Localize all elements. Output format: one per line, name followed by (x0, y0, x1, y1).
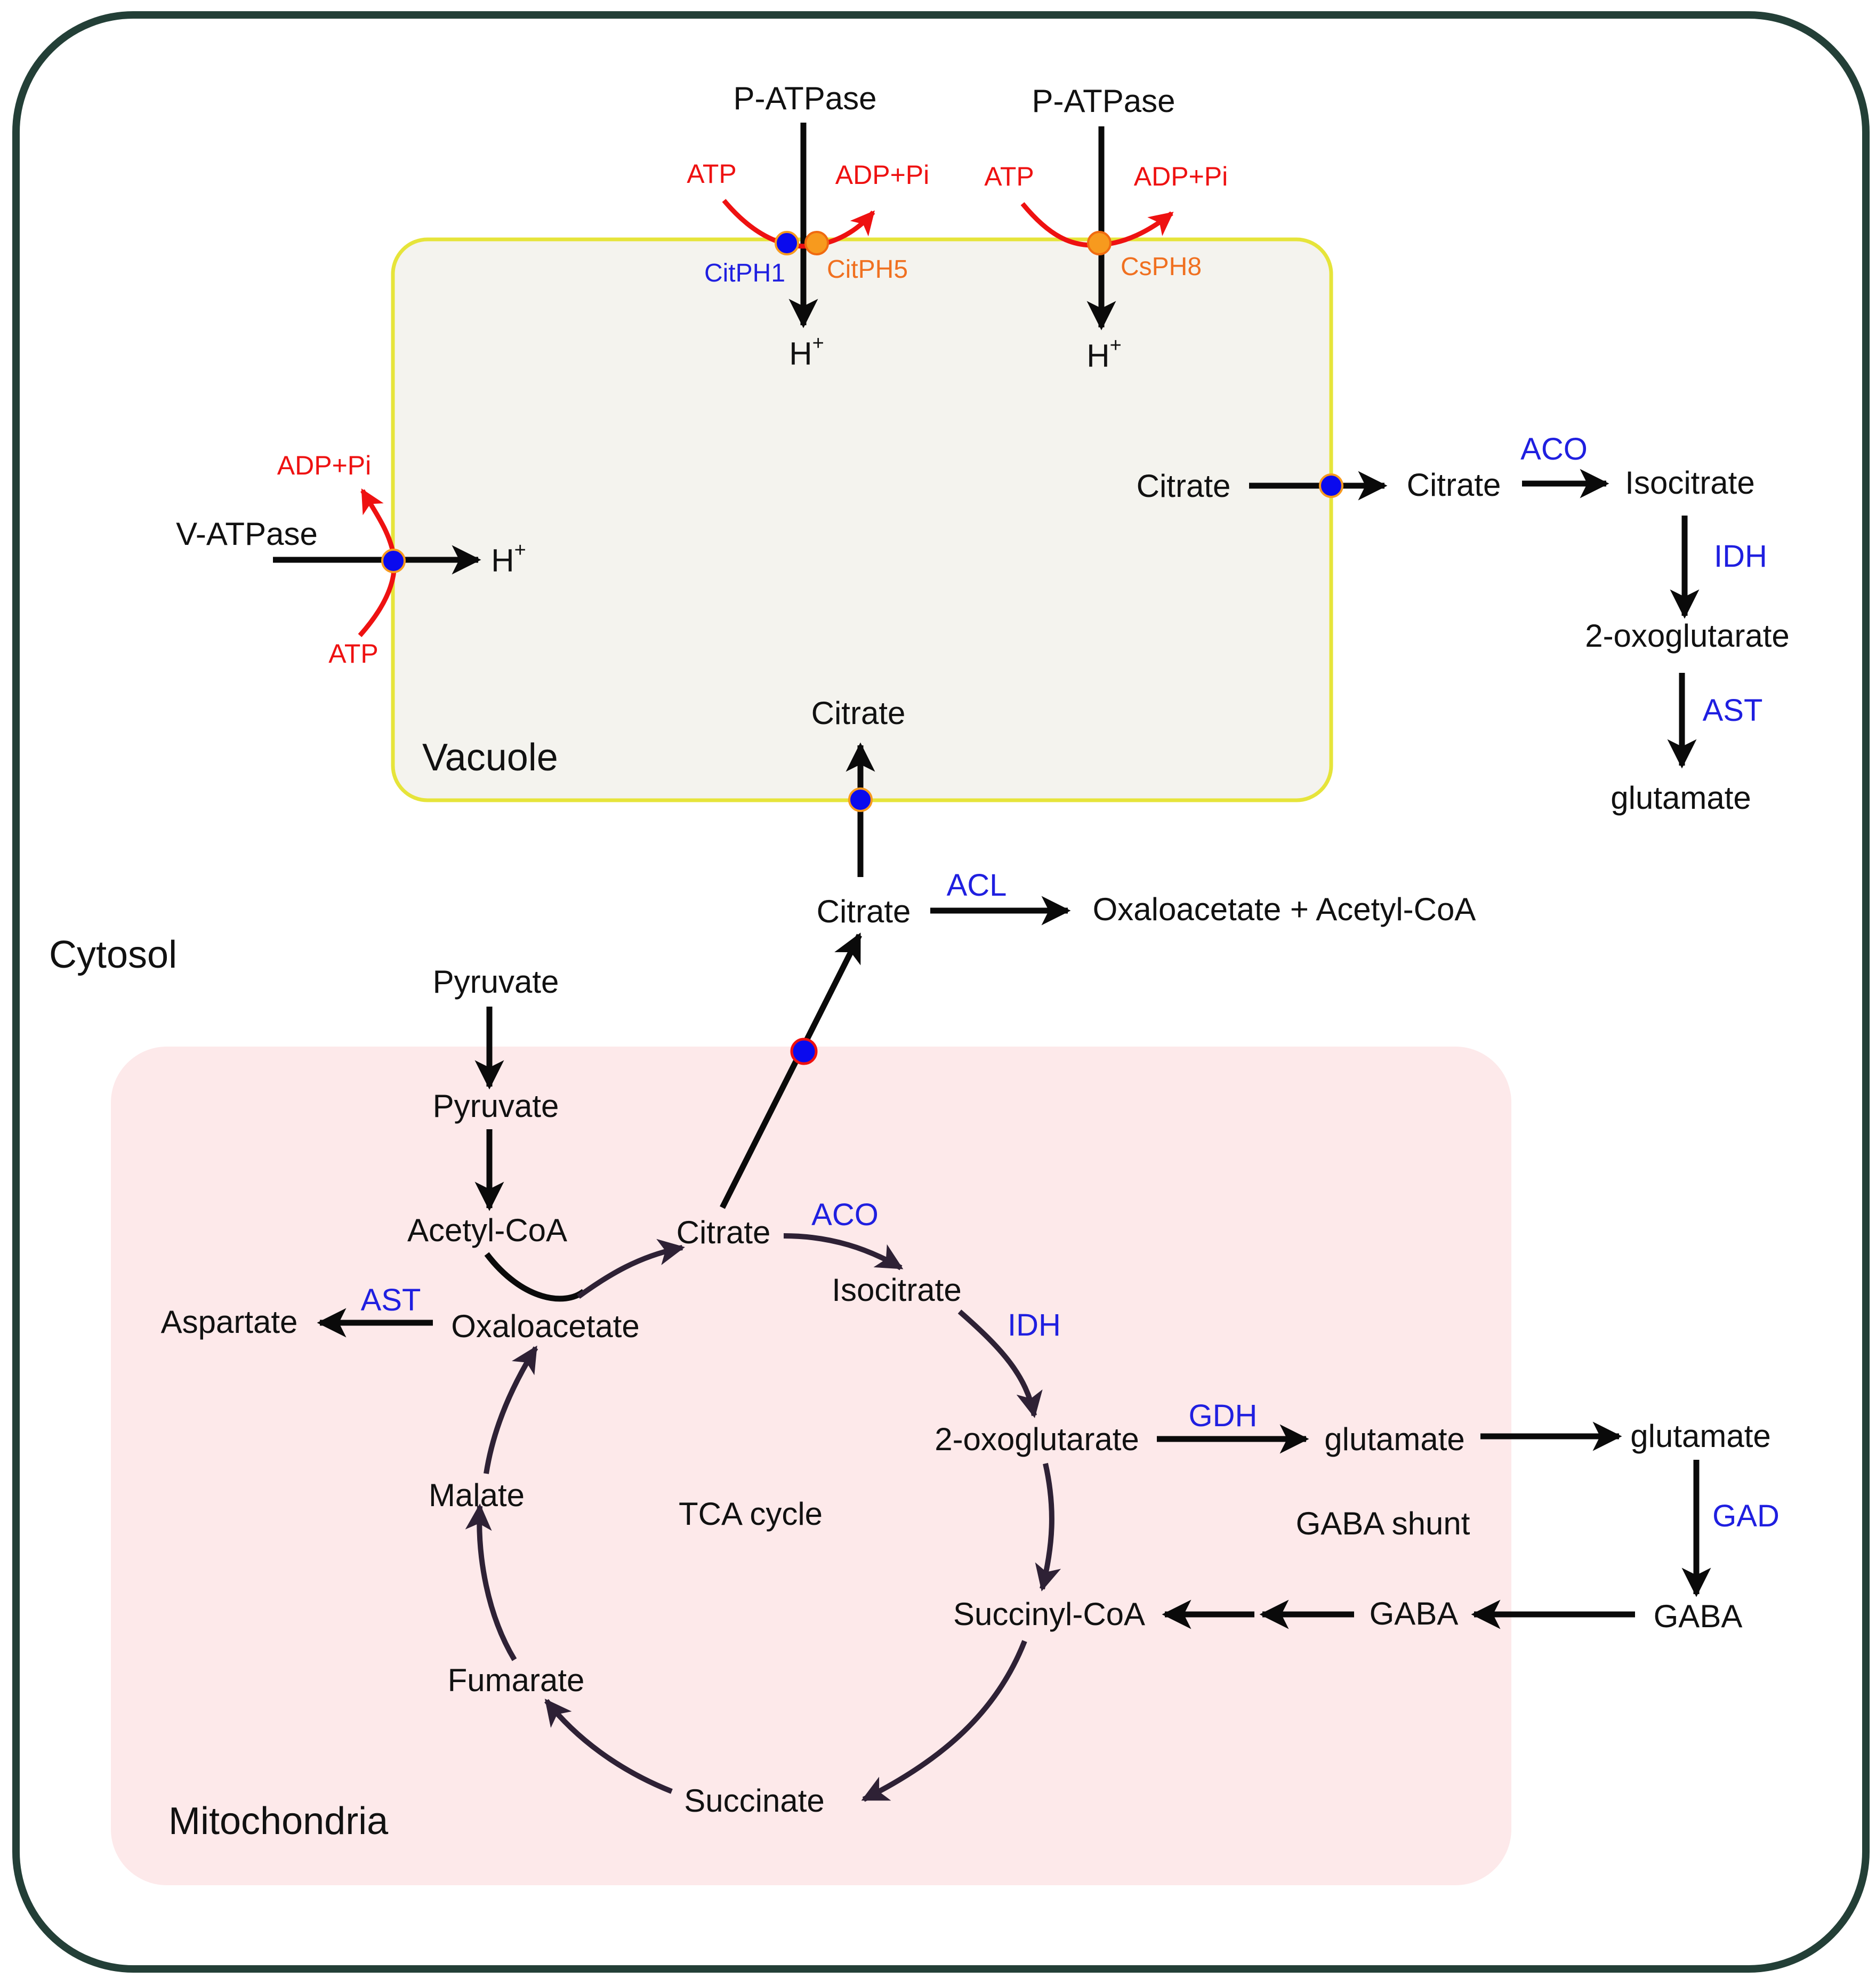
proton-label-v: H+ (491, 539, 526, 578)
cytosol-isocitrate: Isocitrate (1625, 465, 1754, 501)
proton-charge: + (812, 332, 824, 355)
p-atpase-2-label: P-ATPase (1032, 83, 1175, 119)
atp-label-p1: ATP (687, 159, 737, 189)
enzyme-idh-mito: IDH (1008, 1308, 1061, 1342)
adp-label-v: ADP+Pi (277, 451, 371, 480)
cytosol-glutamate-2: glutamate (1630, 1418, 1771, 1454)
mito-succinate: Succinate (684, 1783, 825, 1819)
citph5-transporter (804, 231, 829, 255)
enzyme-aco-mito: ACO (811, 1197, 879, 1232)
idh-mito-arrow (957, 1309, 1043, 1418)
mitochondria-membrane (111, 1047, 1511, 1885)
vacuole-label: Vacuole (422, 736, 558, 779)
mito-gaba: GABA (1370, 1596, 1459, 1631)
proton-base: H (491, 543, 514, 578)
gaba-shunt-label: GABA shunt (1296, 1506, 1470, 1541)
mito-acetyl-coa: Acetyl-CoA (407, 1212, 567, 1248)
mito-glutamate: glutamate (1324, 1421, 1465, 1457)
mito-citrate: Citrate (677, 1215, 771, 1250)
mito-oxaloacetate: Oxaloacetate (451, 1308, 640, 1344)
proton-charge: + (514, 539, 526, 561)
proton-base: H (789, 336, 812, 372)
enzyme-ast-cytosol: AST (1703, 693, 1763, 728)
cytosol-glutamate: glutamate (1611, 780, 1751, 816)
enzyme-gdh: GDH (1189, 1398, 1258, 1433)
citph5-label: CitPH5 (827, 255, 908, 284)
vacuole-citrate-out: Citrate (1137, 468, 1231, 504)
transporters (381, 231, 1343, 1065)
enzyme-aco-cytosol: ACO (1520, 432, 1588, 467)
vacuole-export-transporter (1319, 473, 1343, 498)
mito-pyruvate: Pyruvate (433, 1088, 559, 1124)
mito-isocitrate: Isocitrate (832, 1272, 961, 1308)
acl-products: Oxaloacetate + Acetyl-CoA (1093, 891, 1476, 927)
mito-citrate-export-arrow (720, 932, 862, 1209)
atp-label-p2: ATP (984, 162, 1034, 191)
adp-label-p2: ADP+Pi (1134, 162, 1228, 191)
citph1-label: CitPH1 (704, 259, 785, 287)
cytosol-gaba: GABA (1654, 1598, 1743, 1634)
adp-label-p1: ADP+Pi (835, 160, 929, 190)
tca-cycle-label: TCA cycle (679, 1496, 823, 1532)
v-atpase-label: V-ATPase (176, 516, 318, 552)
v-atpase-transporter (381, 549, 406, 573)
csph8-transporter (1087, 231, 1112, 255)
mdh-arrow (484, 1345, 538, 1474)
cytosol-citrate-exported: Citrate (1407, 467, 1501, 503)
cytosol-pyruvate: Pyruvate (433, 964, 559, 1000)
sdh-arrow (544, 1699, 673, 1794)
enzyme-acl: ACL (947, 868, 1007, 903)
mito-citrate-carrier (790, 1038, 818, 1065)
scs-arrow (861, 1640, 1027, 1802)
vacuole-import-transporter (848, 787, 873, 812)
proton-label-p1: H+ (789, 332, 824, 372)
citph1-transporter (775, 231, 799, 255)
fumarase-arrow (465, 1503, 517, 1661)
proton-base: H (1086, 338, 1109, 374)
atp-label-v: ATP (328, 639, 379, 669)
mito-fumarate: Fumarate (448, 1662, 585, 1698)
proton-label-p2: H+ (1086, 334, 1122, 374)
cytosol-citrate: Citrate (817, 894, 911, 929)
enzyme-gad: GAD (1712, 1499, 1780, 1533)
mito-malate: Malate (429, 1477, 525, 1513)
tca-cycle-arrows (465, 1233, 1061, 1802)
condensation-curve (484, 1252, 586, 1302)
mitochondria-label: Mitochondria (168, 1800, 389, 1843)
cytosol-label: Cytosol (49, 934, 177, 976)
aco-mito-arrow (783, 1233, 904, 1271)
enzyme-ast-mito: AST (361, 1283, 421, 1317)
cytosol-oxoglutarate: 2-oxoglutarate (1585, 618, 1790, 654)
cycle-to-citrate-arrow (577, 1239, 685, 1299)
mito-oxoglutarate: 2-oxoglutarate (935, 1421, 1139, 1457)
csph8-label: CsPH8 (1121, 253, 1202, 281)
enzyme-idh-cytosol: IDH (1714, 539, 1767, 574)
vacuole-citrate-in: Citrate (811, 695, 906, 731)
mito-succinyl-coa: Succinyl-CoA (953, 1596, 1145, 1632)
p-atpase-1-label: P-ATPase (734, 81, 877, 116)
mito-aspartate: Aspartate (161, 1304, 298, 1340)
proton-charge: + (1110, 334, 1122, 357)
kgdh-arrow (1035, 1462, 1061, 1591)
